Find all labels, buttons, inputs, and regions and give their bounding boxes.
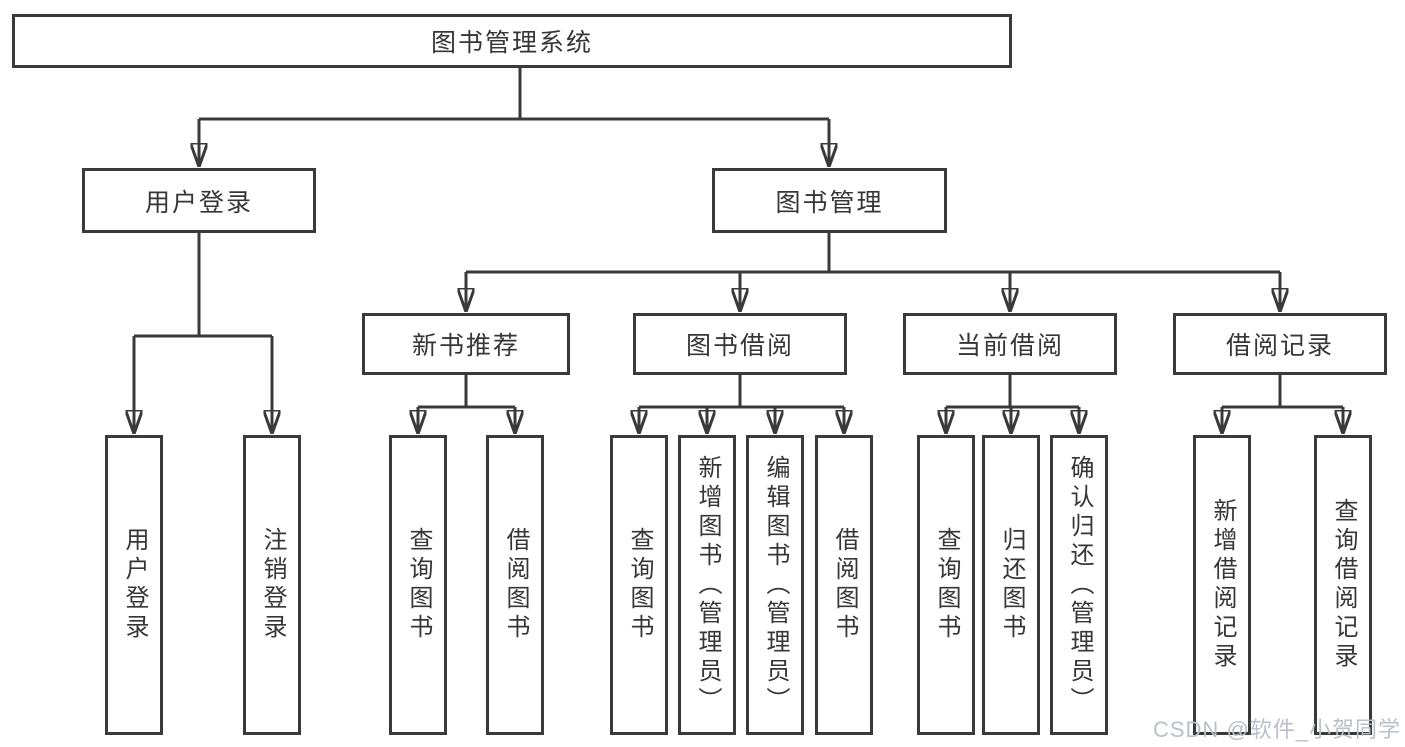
connector-new-book-branch <box>418 375 515 409</box>
node-leaf-cb-query-books: 查询图书 <box>917 435 975 735</box>
node-leaf-bb-edit-books: 编辑图书（管理员） <box>746 435 804 735</box>
leaf-label: 查询图书 <box>405 527 432 643</box>
node-leaf-nb-borrow-books: 借阅图书 <box>486 435 544 735</box>
node-borrowing-records: 借阅记录 <box>1173 313 1387 375</box>
node-leaf-user-login: 用户登录 <box>105 435 163 735</box>
connector-book-management-branch <box>466 233 1280 274</box>
node-leaf-bb-add-books: 新增图书（管理员） <box>678 435 736 735</box>
node-leaf-bb-query-books: 查询图书 <box>610 435 668 735</box>
leaf-label: 注销登录 <box>259 527 286 643</box>
node-book-borrowing: 图书借阅 <box>633 313 847 375</box>
connector-current-borrowing-branch <box>946 375 1079 409</box>
node-leaf-logout: 注销登录 <box>243 435 301 735</box>
connector-user-login-branch <box>134 233 272 338</box>
node-current-borrowing: 当前借阅 <box>903 313 1117 375</box>
connector-root-branch <box>199 68 829 121</box>
node-leaf-cb-return-books: 归还图书 <box>982 435 1040 735</box>
node-leaf-br-add-record: 新增借阅记录 <box>1193 435 1251 735</box>
leaf-label: 借阅图书 <box>502 527 529 643</box>
node-leaf-nb-query-books: 查询图书 <box>389 435 447 735</box>
leaf-label: 查询图书 <box>626 527 653 643</box>
node-leaf-br-query-record: 查询借阅记录 <box>1314 435 1372 735</box>
leaf-label: 编辑图书（管理员） <box>762 454 789 716</box>
connector-borrowing-records-branch <box>1222 375 1343 409</box>
leaf-label: 新增借阅记录 <box>1209 498 1236 672</box>
leaf-label: 查询借阅记录 <box>1330 498 1357 672</box>
leaf-label: 用户登录 <box>121 527 148 643</box>
leaf-label: 归还图书 <box>998 527 1025 643</box>
node-new-book-recommend: 新书推荐 <box>362 313 570 375</box>
leaf-label: 借阅图书 <box>831 527 858 643</box>
leaf-label: 确认归还（管理员） <box>1066 454 1093 716</box>
node-library-management-system: 图书管理系统 <box>12 14 1012 68</box>
connector-book-borrowing-branch <box>639 375 844 409</box>
node-leaf-cb-confirm-return: 确认归还（管理员） <box>1050 435 1108 735</box>
leaf-label: 新增图书（管理员） <box>694 454 721 716</box>
node-user-login: 用户登录 <box>82 168 316 233</box>
node-book-management: 图书管理 <box>712 168 947 233</box>
csdn-watermark: CSDN @软件_小贺同学 <box>1152 717 1401 742</box>
node-leaf-bb-borrow-books: 借阅图书 <box>815 435 873 735</box>
leaf-label: 查询图书 <box>933 527 960 643</box>
